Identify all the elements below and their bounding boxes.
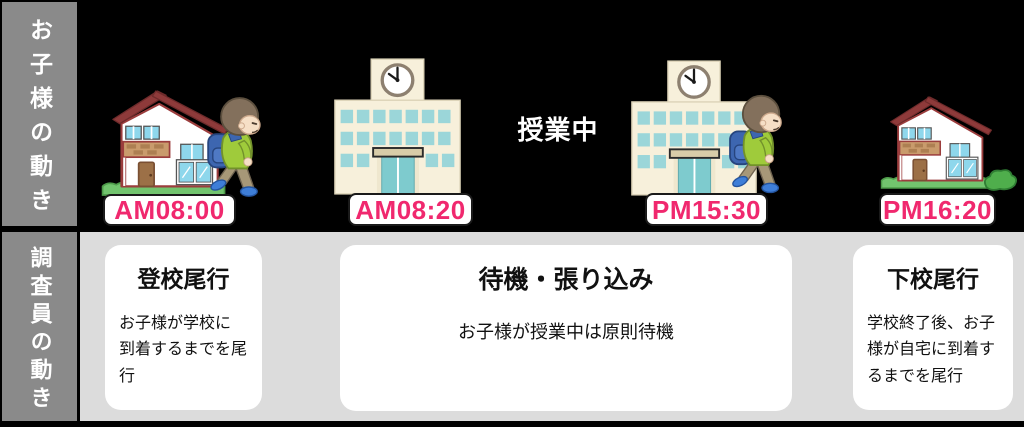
step-description: お子様が学校に 到着するまでを尾行 — [119, 315, 248, 385]
walking-boy-icon — [720, 93, 793, 198]
step-description: 学校終了後、お子 様が自宅に到着す るまでを尾行 — [867, 315, 996, 385]
time-badge-arrive-school: AM08:20 — [348, 193, 473, 226]
time-badge-arrive-home: PM16:20 — [879, 193, 996, 226]
child-row-label: お子様の動き — [2, 2, 77, 226]
bush-icon — [982, 167, 1018, 191]
step-title: 下校尾行 — [887, 266, 979, 292]
class-in-session-label: 授業中 — [517, 115, 599, 145]
investigator-row-label: 調査員の動き — [2, 232, 77, 421]
step-card-standby: 待機・張り込み お子様が授業中は原則待機 — [340, 245, 792, 411]
step-title: 登校尾行 — [137, 266, 230, 292]
step-description: お子様が授業中は原則待機 — [458, 322, 674, 342]
step-card-home-tail: 下校尾行 学校終了後、お子 様が自宅に到着す るまでを尾行 — [853, 245, 1013, 410]
walking-boy-icon — [198, 95, 272, 202]
school-icon — [333, 57, 462, 196]
time-badge-depart-home: AM08:00 — [103, 194, 236, 226]
step-card-school-tail: 登校尾行 お子様が学校に 到着するまでを尾行 — [105, 245, 262, 410]
step-title: 待機・張り込み — [478, 266, 654, 294]
investigator-panel: 登校尾行 お子様が学校に 到着するまでを尾行 待機・張り込み お子様が授業中は原… — [80, 232, 1024, 421]
time-badge-leave-school: PM15:30 — [645, 193, 768, 226]
